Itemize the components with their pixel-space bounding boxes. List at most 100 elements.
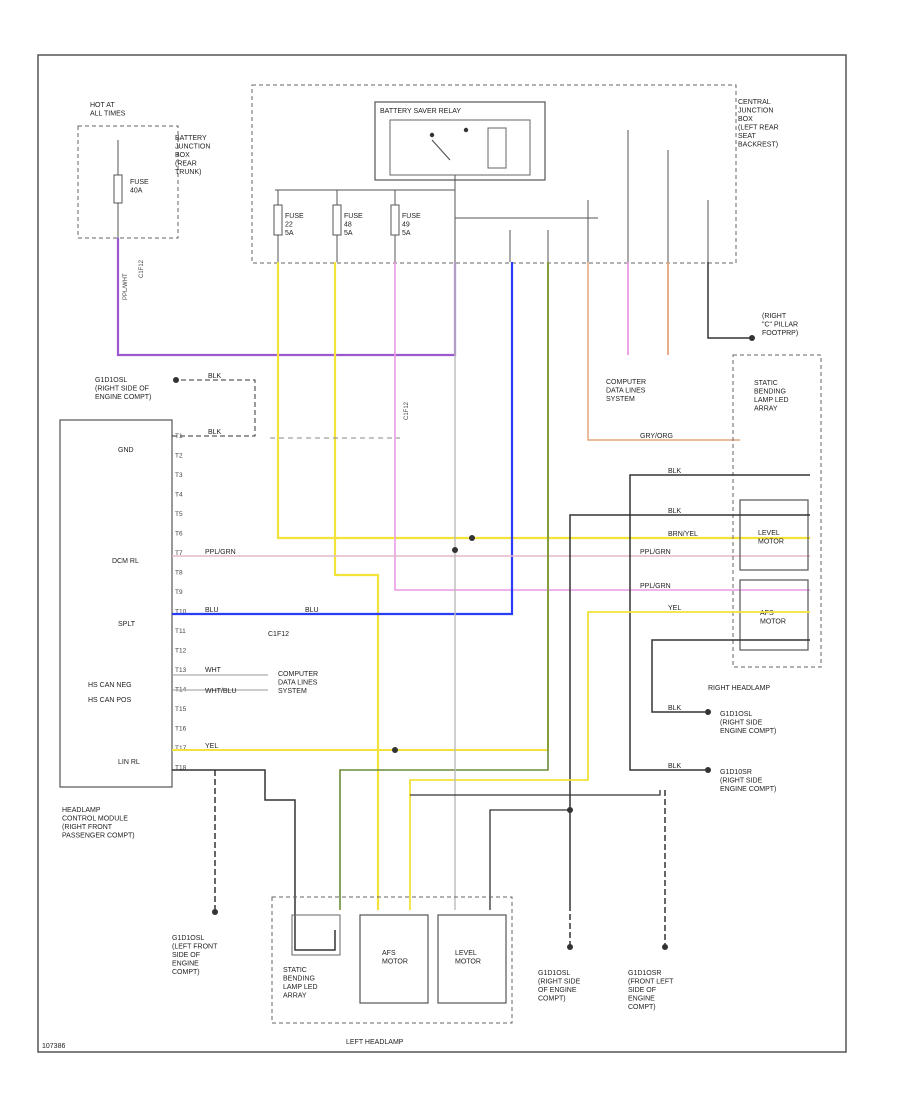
wire-label-gry-org: GRY/ORG <box>640 433 673 440</box>
blk-wire <box>410 790 661 796</box>
module-pin-gnd: GND <box>118 447 134 454</box>
module-pin-hs-can-pos: HS CAN POS <box>88 697 132 704</box>
wire-label-yel: YEL <box>205 743 218 750</box>
module-pin-number: T8 <box>175 570 183 577</box>
connector-label: C1F12 <box>139 259 145 278</box>
wire-label-wht-blu: WHT/BLU <box>205 688 237 695</box>
ground-icon <box>567 944 573 950</box>
left-static-bending-box <box>291 914 341 956</box>
level-motor-ground <box>489 809 570 910</box>
module-pin-number: T15 <box>175 706 187 713</box>
module-pin-number: T10 <box>175 609 187 616</box>
left-afs-motor <box>359 914 429 1004</box>
wire-label-blk: BLK <box>668 763 682 770</box>
relay-contact-icon <box>429 132 435 138</box>
lin-rl-wire <box>172 262 549 751</box>
fuse-3-feed <box>394 262 810 591</box>
right-afs-motor <box>739 579 809 651</box>
module-pin-number: T5 <box>175 511 183 518</box>
wire-label-blu: BLU <box>205 607 219 614</box>
module-pin-number: T4 <box>175 492 183 499</box>
module-pin-splt: SPLT <box>118 621 136 628</box>
right-headlamp-label: RIGHT HEADLAMP <box>708 685 770 692</box>
fuse-2-symbol <box>332 204 342 236</box>
blk-ground-wire-1 <box>629 474 810 771</box>
wire-label-ppl-grn: PPL/GRN <box>640 549 671 556</box>
yel-afs-wire <box>409 611 810 910</box>
splice-icon <box>567 807 573 813</box>
battery-saver-relay-label: BATTERY SAVER RELAY <box>380 108 461 115</box>
blk-ground-wire-3 <box>651 639 810 713</box>
splice-icon <box>452 547 458 553</box>
fuse-3-symbol <box>390 204 400 236</box>
module-pin-number: T11 <box>175 628 186 635</box>
wire-label-brn-yel: BRN/YEL <box>668 531 698 538</box>
wire-label-wht: WHT <box>205 667 222 674</box>
wire-label-blk: BLK <box>208 429 222 436</box>
module-pin-hs-can-neg: HS CAN NEG <box>88 682 132 689</box>
left-headlamp-assembly <box>271 896 513 1024</box>
gry-org-wire <box>587 262 740 441</box>
module-pin-number: T6 <box>175 531 183 538</box>
blue-splt-wire <box>172 262 514 616</box>
module-pin-dcm-rl: DCM RL <box>112 558 139 565</box>
module-pin-number: T3 <box>175 472 183 479</box>
fuse-1-symbol <box>273 204 283 236</box>
left-level-motor <box>437 914 507 1004</box>
fuse-batt-symbol <box>113 174 123 204</box>
connector-label: C1F12 <box>404 401 410 420</box>
diagram-id: 107386 <box>42 1043 65 1050</box>
splice-icon <box>469 535 475 541</box>
fuse-2-feed <box>333 262 380 910</box>
blk-ground-wire-2 <box>569 514 810 905</box>
battery-junction-box <box>77 125 179 239</box>
wire-label-blk: BLK <box>668 508 682 515</box>
diagram-frame <box>37 54 847 1053</box>
wire-label-ppl-grn: PPL/GRN <box>640 583 671 590</box>
purple-battery-feed <box>116 238 457 357</box>
module-pin-number: T9 <box>175 589 183 596</box>
module-pin-number: T12 <box>175 648 187 655</box>
module-pin-number: T17 <box>175 745 187 752</box>
splice-icon <box>392 747 398 753</box>
wire-label-purple: PPL/WHT <box>123 273 129 300</box>
right-level-motor <box>739 499 809 571</box>
wire-label-ppl-grn: PPL/GRN <box>205 549 236 556</box>
module-pin-number: T16 <box>175 726 187 733</box>
relay-coil-icon <box>487 127 507 169</box>
left-headlamp-label: LEFT HEADLAMP <box>346 1039 404 1046</box>
module-pin-lin-rl: LIN RL <box>118 759 140 766</box>
module-pin-number: T13 <box>175 667 187 674</box>
relay-switch-icon <box>431 139 451 161</box>
central-junction-box <box>251 84 737 264</box>
ground-icon <box>212 909 218 915</box>
wire-label-blk: BLK <box>668 468 682 475</box>
module-pin-numbers: T1T2T3T4T5T6T7T8T9T10T11T12T13T14T15T16T… <box>175 433 187 772</box>
module-pin-number: T2 <box>175 453 183 460</box>
headlamp-control-module <box>59 419 173 788</box>
module-output-wire <box>172 769 336 951</box>
fuse-1-feed <box>276 262 810 540</box>
ground-icon <box>662 944 668 950</box>
module-ground-wire <box>172 379 256 437</box>
wire-label-yel: YEL <box>668 605 681 612</box>
ground-icon <box>173 377 179 383</box>
